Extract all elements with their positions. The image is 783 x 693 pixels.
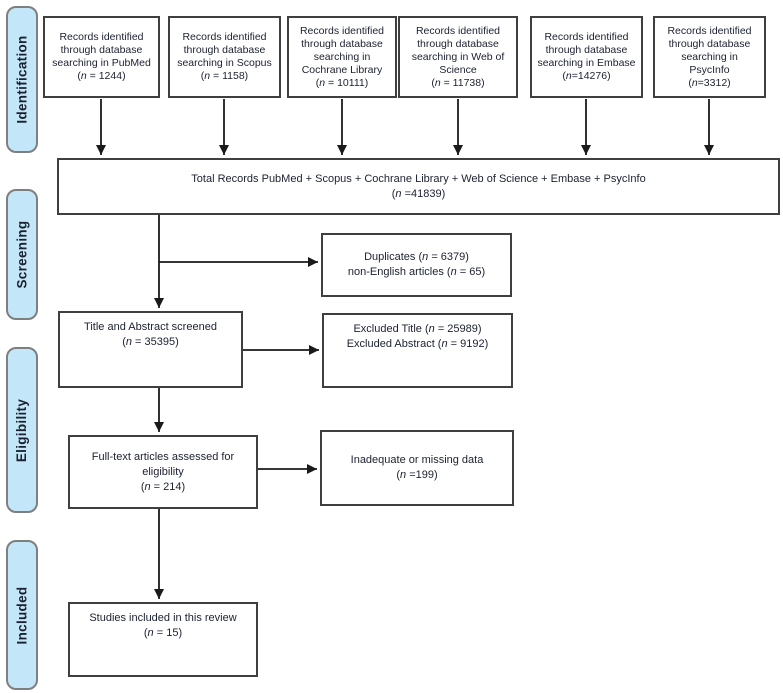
inadequate-data-box: Inadequate or missing data(n =199) (320, 430, 514, 506)
stage-screening-label: Screening (14, 220, 30, 289)
source-box-pubmed: Records identified through database sear… (43, 16, 160, 98)
stage-eligibility-label: Eligibility (14, 398, 30, 462)
stage-included-label: Included (14, 586, 30, 644)
title-abstract-screened-text: Title and Abstract screened(n = 35395) (84, 321, 217, 348)
source-box-scopus-text: Records identified through database sear… (177, 31, 272, 82)
source-box-pubmed-text: Records identified through database sear… (52, 31, 151, 82)
fulltext-assessed-box: Full-text articles assessed for eligibil… (68, 435, 258, 509)
fulltext-assessed-text: Full-text articles assessed for eligibil… (91, 450, 235, 493)
studies-included-text: Studies included in this review(n = 15) (89, 612, 237, 639)
excluded-box: Excluded Title (n = 25989)Excluded Abstr… (322, 313, 513, 388)
title-abstract-screened-box: Title and Abstract screened(n = 35395) (58, 311, 243, 388)
studies-included-box: Studies included in this review(n = 15) (68, 602, 258, 677)
source-box-psycinfo: Records identified through database sear… (653, 16, 766, 98)
source-box-cochrane-text: Records identified through database sear… (299, 24, 385, 89)
source-box-cochrane: Records identified through database sear… (287, 16, 397, 98)
source-box-web-of-science-text: Records identified through database sear… (411, 24, 505, 89)
duplicates-box: Duplicates (n = 6379)non-English article… (321, 233, 512, 297)
source-box-scopus: Records identified through database sear… (168, 16, 281, 98)
stage-included: Included (6, 540, 38, 690)
stage-identification: Identification (6, 6, 38, 153)
source-box-embase-text: Records identified through database sear… (537, 31, 636, 82)
source-box-web-of-science: Records identified through database sear… (398, 16, 518, 98)
total-records-box: Total Records PubMed + Scopus + Cochrane… (57, 158, 780, 215)
excluded-text: Excluded Title (n = 25989)Excluded Abstr… (346, 323, 489, 350)
total-records-text: Total Records PubMed + Scopus + Cochrane… (191, 172, 646, 200)
duplicates-text: Duplicates (n = 6379)non-English article… (347, 251, 486, 278)
stage-screening: Screening (6, 189, 38, 320)
inadequate-data-text: Inadequate or missing data(n =199) (350, 454, 484, 481)
source-box-embase: Records identified through database sear… (530, 16, 643, 98)
source-box-psycinfo-text: Records identified through database sear… (667, 24, 752, 89)
stage-eligibility: Eligibility (6, 347, 38, 513)
stage-identification-label: Identification (14, 35, 30, 124)
